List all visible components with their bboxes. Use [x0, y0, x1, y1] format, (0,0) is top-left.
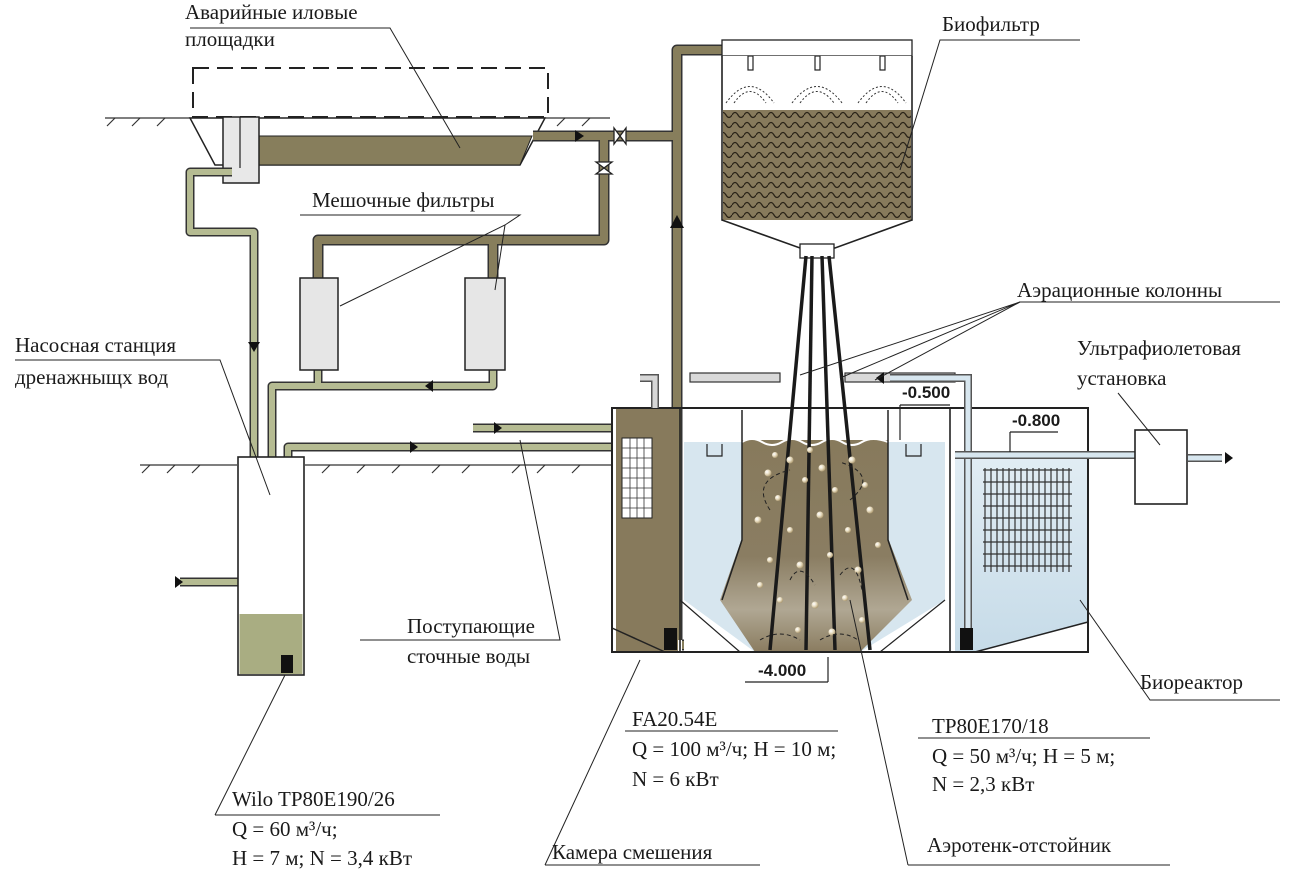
- treatment-tank: [611, 407, 1089, 653]
- valves: [594, 126, 627, 175]
- level-mark-b: -0.800: [1012, 411, 1061, 430]
- pump-wilo-line2: H = 7 м; N = 3,4 кВт: [232, 846, 413, 870]
- bag-filters: [299, 277, 506, 371]
- level-marks: [745, 404, 1058, 683]
- label-mixing-chamber: Камера смешения: [552, 840, 713, 864]
- label-emergency-sludge-beds-l1: Аварийные иловые: [185, 0, 358, 24]
- pump-fa-model: FA20.54E: [632, 707, 718, 731]
- emergency-sludge-beds: [188, 67, 549, 184]
- label-pump-station-l1: Насосная станция: [15, 333, 177, 357]
- label-incoming-wastewater-l1: Поступающие: [407, 614, 535, 638]
- level-mark-a: -0.500: [902, 383, 951, 402]
- aeration-columns: [768, 255, 872, 651]
- biofilter-unit: [721, 39, 913, 259]
- circulation-arrows: [759, 461, 864, 641]
- level-mark-c: -4.000: [758, 661, 807, 680]
- pump-station: [237, 456, 305, 676]
- pump-tp-line1: Q = 50 м³/ч; H = 5 м;: [932, 744, 1116, 768]
- pump-fa-line1: Q = 100 м³/ч; H = 10 м;: [632, 737, 837, 761]
- pump-fa-line2: N = 6 кВт: [632, 767, 719, 791]
- pump-tp-model: TP80E170/18: [932, 714, 1049, 738]
- label-aerotank-settler: Аэротенк-отстойник: [927, 833, 1112, 857]
- riser-pipes: [640, 374, 1222, 628]
- label-incoming-wastewater-l2: сточные воды: [407, 644, 531, 668]
- label-emergency-sludge-beds-l2: площадки: [185, 27, 275, 51]
- label-biofilter: Биофильтр: [942, 12, 1040, 36]
- label-bioreactor: Биореактор: [1140, 670, 1244, 694]
- label-uv-unit-l2: установка: [1077, 366, 1167, 390]
- air-bubbles: [754, 447, 881, 636]
- pump-tp-line2: N = 2,3 кВт: [932, 772, 1035, 796]
- label-bag-filters: Мешочные фильтры: [312, 188, 495, 212]
- uv-unit: [1134, 429, 1188, 505]
- ground-lines: [105, 117, 612, 474]
- pump-wilo-model: Wilo TP80E190/26: [232, 787, 395, 811]
- label-uv-unit-l1: Ультрафиолетовая: [1077, 336, 1241, 360]
- leader-lines: [15, 27, 1280, 866]
- label-aeration-columns: Аэрационные колонны: [1017, 278, 1223, 302]
- pump-wilo-line1: Q = 60 м³/ч;: [232, 817, 338, 841]
- flow-arrows: [175, 130, 1233, 588]
- label-pump-station-l2: дренажныщх вод: [15, 365, 169, 389]
